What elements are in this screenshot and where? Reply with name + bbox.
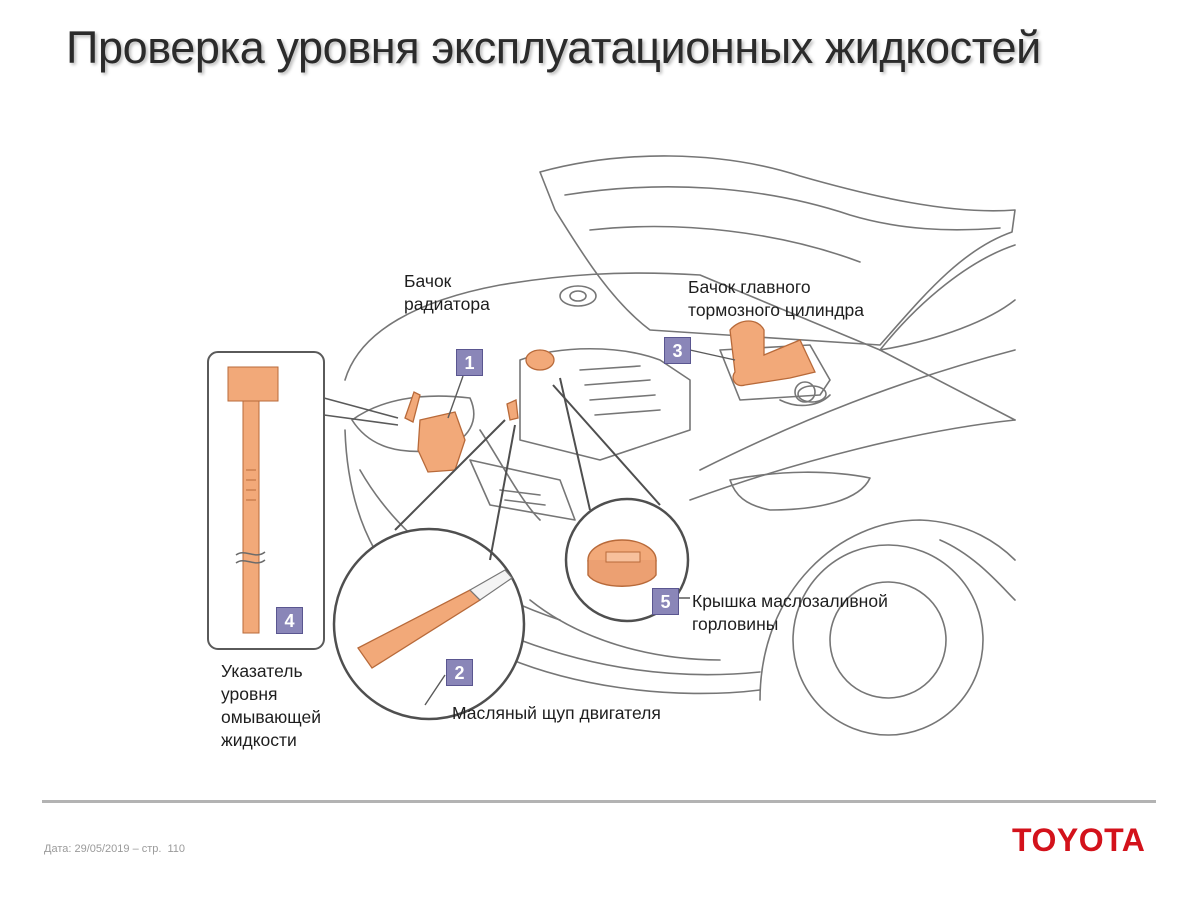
radiator-reservoir xyxy=(417,411,466,473)
washer-gauge-stick xyxy=(242,400,260,634)
label-oil-filler-cap: Крышка маслозаливной горловины xyxy=(692,591,888,634)
fender-line xyxy=(699,349,1016,471)
badge-2: 2 xyxy=(446,659,473,686)
brake-master-cylinder xyxy=(729,320,816,387)
label-brake-reservoir: Бачок главного тормозного цилиндра xyxy=(688,277,864,320)
headlight-right xyxy=(729,471,871,511)
page-title: Проверка уровня эксплуатационных жидкост… xyxy=(66,22,1041,73)
footer-date-page: Дата: 29/05/2019 – стр.110 xyxy=(44,843,186,855)
front-wheel-arch xyxy=(759,519,1016,701)
headlight-left xyxy=(351,395,475,453)
label-engine-dipstick: Масляный щуп двигателя xyxy=(452,703,661,723)
washer-filler-neck xyxy=(404,391,421,423)
toyota-logo: TOYOTA xyxy=(1012,822,1146,858)
oil-cap-small xyxy=(525,349,555,371)
oil-dipstick-handle xyxy=(506,399,519,421)
washer-gauge-frame xyxy=(207,351,325,650)
label-radiator-reservoir: Бачок радиатора xyxy=(404,271,490,314)
hood-outline xyxy=(539,155,1016,346)
badge-1: 1 xyxy=(456,349,483,376)
front-wheel xyxy=(792,544,984,736)
badge-3: 3 xyxy=(664,337,691,364)
footer-divider xyxy=(42,800,1156,803)
hood-inner-line xyxy=(564,186,1001,231)
badge-4: 4 xyxy=(276,607,303,634)
car-body-outline xyxy=(344,272,1016,381)
windshield-line xyxy=(879,244,1016,351)
label-washer-level: Указатель уровня омывающей жидкости xyxy=(221,661,322,750)
badge-5: 5 xyxy=(652,588,679,615)
